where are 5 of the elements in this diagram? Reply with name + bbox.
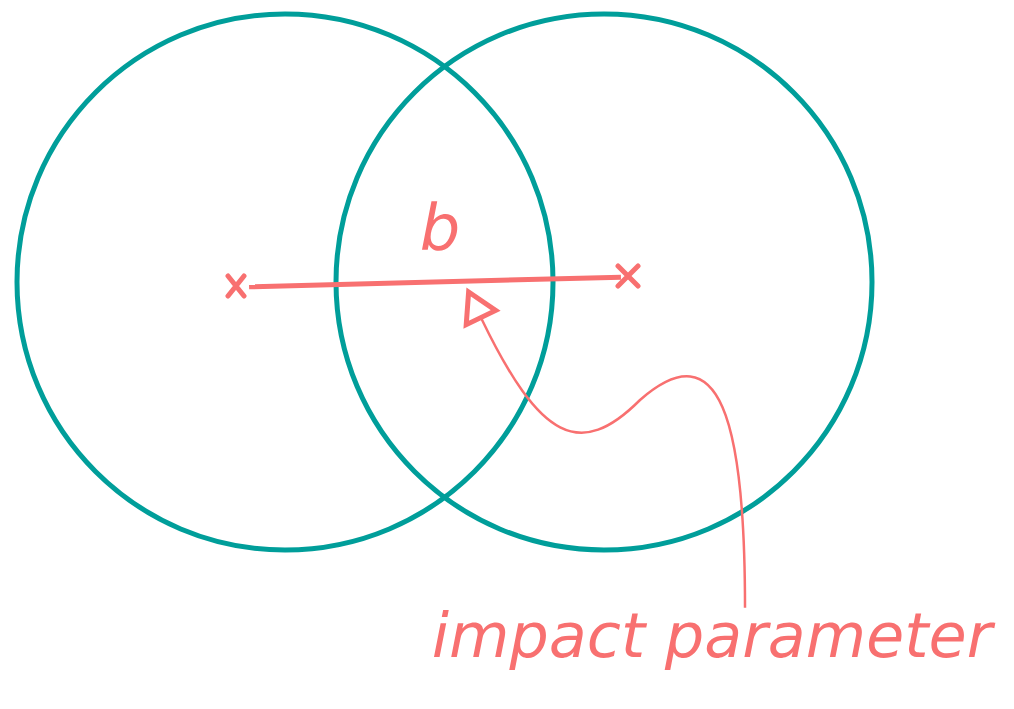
- handwritten-text: impact parameter: [434, 610, 996, 670]
- distance-label: b: [422, 201, 458, 251]
- circle-outline: [333, 11, 875, 553]
- circle-outline: [14, 11, 556, 553]
- center-line: [249, 274, 621, 290]
